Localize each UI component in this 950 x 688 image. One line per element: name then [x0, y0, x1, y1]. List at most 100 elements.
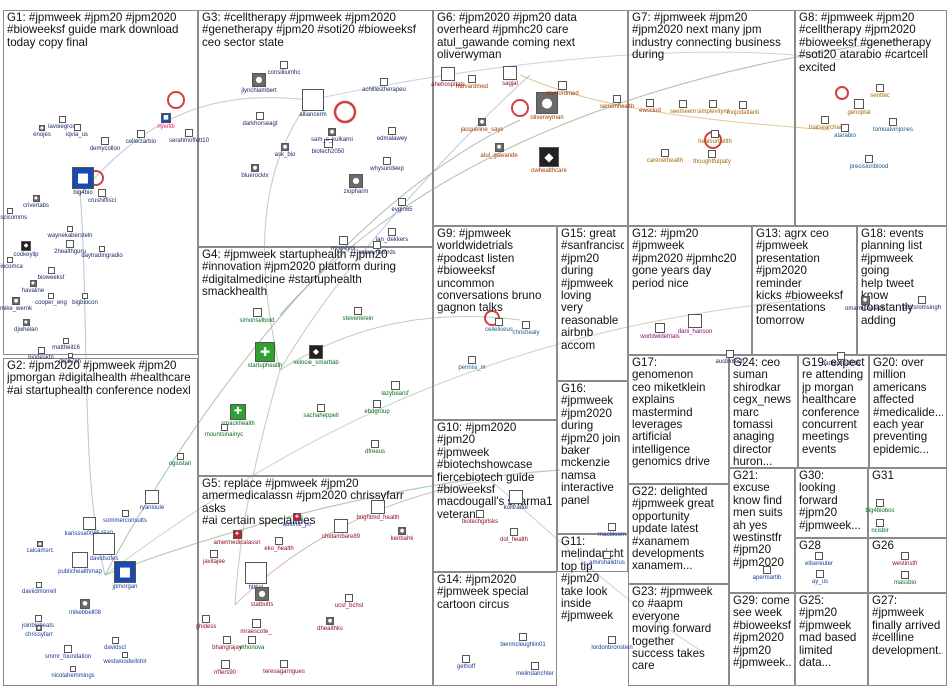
graph-node[interactable]: ●crivertabs [23, 194, 49, 209]
graph-node[interactable]: ucsf_bchsl [335, 594, 363, 609]
graph-node[interactable]: melindarichter [516, 662, 554, 677]
graph-node[interactable]: tomoalvinjones [873, 118, 913, 133]
graph-node[interactable]: thoughtfulpaty [693, 150, 731, 165]
graph-node[interactable]: ●havaline [22, 279, 44, 294]
graph-node[interactable]: mojodatlanti [727, 101, 759, 116]
graph-node[interactable]: ●atul_gawande [480, 142, 518, 159]
graph-node[interactable]: sagjal [502, 66, 518, 87]
graph-node[interactable]: trialsearchai [809, 116, 841, 131]
graph-node[interactable]: ●dhealthks [317, 617, 343, 632]
graph-node[interactable]: big4biobos [865, 499, 895, 514]
graph-node[interactable]: ●kenbahk [391, 527, 413, 542]
graph-node[interactable]: daytradingradio [81, 246, 123, 259]
graph-node[interactable]: ◆owhealthcare [531, 147, 567, 174]
graph-node[interactable]: ewsclud [639, 99, 661, 114]
graph-node[interactable]: kolltrador [504, 490, 528, 511]
graph-node[interactable]: eko_health [264, 537, 294, 552]
graph-node[interactable]: whysundeep [370, 157, 404, 172]
graph-node[interactable]: ●omarmkhateeb [845, 295, 885, 312]
graph-node[interactable]: teresagarrigues [263, 660, 305, 675]
graph-node[interactable]: mcereyni [331, 235, 355, 252]
graph-node[interactable]: semonhealth [600, 95, 634, 110]
graph-node[interactable]: senttec [870, 84, 890, 99]
graph-node[interactable]: westinstfr [892, 552, 918, 567]
graph-node[interactable]: ghidess [196, 615, 216, 630]
graph-node[interactable]: gethoff [457, 655, 475, 670]
graph-node[interactable]: ncisbir [871, 519, 889, 534]
graph-node[interactable]: evgin65 [391, 198, 413, 213]
graph-node[interactable]: ryanioule [140, 490, 164, 511]
graph-node[interactable]: ✚ablonic_jm [283, 513, 311, 528]
graph-node[interactable]: atarabio [834, 124, 856, 139]
graph-node[interactable]: mraescote_ [240, 618, 272, 635]
graph-node[interactable]: lazybearsf [381, 380, 409, 397]
graph-node[interactable]: healsumeltlh [698, 130, 732, 145]
graph-node[interactable]: serahmoffett10 [169, 129, 209, 144]
graph-node[interactable]: ■nyeifdi [157, 113, 175, 130]
graph-node[interactable]: cellectarbio [126, 130, 156, 145]
graph-node[interactable]: precisionblood [850, 155, 888, 170]
graph-node[interactable]: potrsromsingh [903, 296, 941, 311]
graph-node[interactable]: worldwidetrials [640, 323, 680, 340]
graph-node[interactable]: ahehospitals [431, 67, 465, 88]
graph-node[interactable]: ●calcamsrc [26, 541, 54, 554]
graph-node[interactable]: mattheil16 [52, 338, 80, 351]
graph-node[interactable]: ◆cookeyllp [13, 241, 39, 258]
graph-node[interactable]: harvardmed [456, 75, 488, 90]
graph-node[interactable]: sachaheppell [303, 404, 339, 419]
graph-node[interactable]: ●bluerocktx [241, 164, 269, 179]
graph-node[interactable]: lavoiegrou [48, 115, 76, 130]
graph-node[interactable]: biotech2050 [312, 138, 344, 155]
graph-node[interactable]: biotechgirlsks [462, 510, 498, 525]
graph-node[interactable]: benmcleughlin01 [500, 633, 546, 648]
graph-node[interactable]: ◆velocie_smarttab [293, 345, 339, 366]
graph-node[interactable]: ethonova [240, 636, 264, 651]
graph-node[interactable]: nicolahemmings [51, 666, 95, 679]
graph-node[interactable]: publichealthmap [58, 552, 102, 575]
graph-node[interactable]: daviidmorrell [22, 582, 56, 595]
graph-node[interactable]: smmr_foundation [45, 645, 91, 660]
graph-node[interactable]: ●ziopharm [344, 174, 368, 195]
graph-node[interactable]: lifescicomms [0, 208, 27, 221]
graph-node[interactable]: consilliumhc [268, 61, 300, 76]
graph-node[interactable]: simplevityrd [697, 100, 729, 115]
graph-node[interactable]: chidambare89 [322, 519, 360, 540]
graph-node[interactable]: brightmd_health [356, 500, 400, 521]
graph-node[interactable]: 2healthguru [54, 240, 86, 255]
graph-node[interactable]: davidsofes [90, 533, 118, 562]
graph-node[interactable]: genoptal [847, 99, 871, 116]
graph-node[interactable]: stevenkrein [343, 307, 373, 322]
graph-node[interactable]: bhangrajay [212, 636, 242, 651]
graph-node[interactable]: ausbiotech [715, 350, 745, 365]
graph-node[interactable]: biodesktn [28, 346, 54, 361]
graph-node[interactable]: bioweeksf [38, 266, 64, 281]
graph-node[interactable]: drpb7ph [59, 352, 81, 365]
graph-node[interactable]: ●chrissyfarr [25, 625, 53, 638]
graph-node[interactable]: massbio [894, 571, 916, 586]
graph-node[interactable]: ●ask_bio [275, 143, 295, 158]
graph-node[interactable]: celleliseus [485, 318, 513, 333]
graph-node[interactable]: danburns2016 [822, 352, 860, 367]
graph-node[interactable]: sommerconsults [103, 509, 147, 524]
graph-node[interactable]: ✚smackhealth [221, 404, 255, 427]
graph-node[interactable]: iqvia_us [66, 123, 88, 138]
graph-node[interactable]: ay_us [812, 570, 828, 585]
graph-node[interactable]: ebdgroup [364, 400, 390, 415]
graph-node[interactable]: ogiustari [169, 452, 191, 467]
graph-node[interactable]: demycollon [90, 137, 120, 152]
graph-node[interactable]: bigbiocon [72, 293, 98, 306]
graph-node[interactable]: ●djwhelan [14, 318, 38, 333]
graph-node[interactable]: crushiffisci [88, 189, 116, 204]
graph-node[interactable]: dot_health [500, 528, 528, 543]
graph-node[interactable]: ●oliverwyman [530, 92, 564, 121]
graph-node[interactable]: achillestherapeu [362, 78, 406, 93]
graph-node[interactable]: amirshalidrus [589, 551, 625, 566]
graph-node[interactable]: ●mikebbell08 [69, 599, 101, 616]
graph-node[interactable]: ●statbutts [251, 587, 273, 608]
graph-node[interactable]: davidscl [104, 636, 126, 651]
graph-node[interactable]: ellsereuter [805, 552, 833, 567]
graph-node[interactable]: ✚amermedicalassn [213, 529, 261, 546]
graph-node[interactable]: waynekabersteln [47, 226, 93, 239]
graph-node[interactable]: simonselbold [239, 307, 275, 324]
graph-node[interactable]: ●enojes [33, 125, 51, 138]
